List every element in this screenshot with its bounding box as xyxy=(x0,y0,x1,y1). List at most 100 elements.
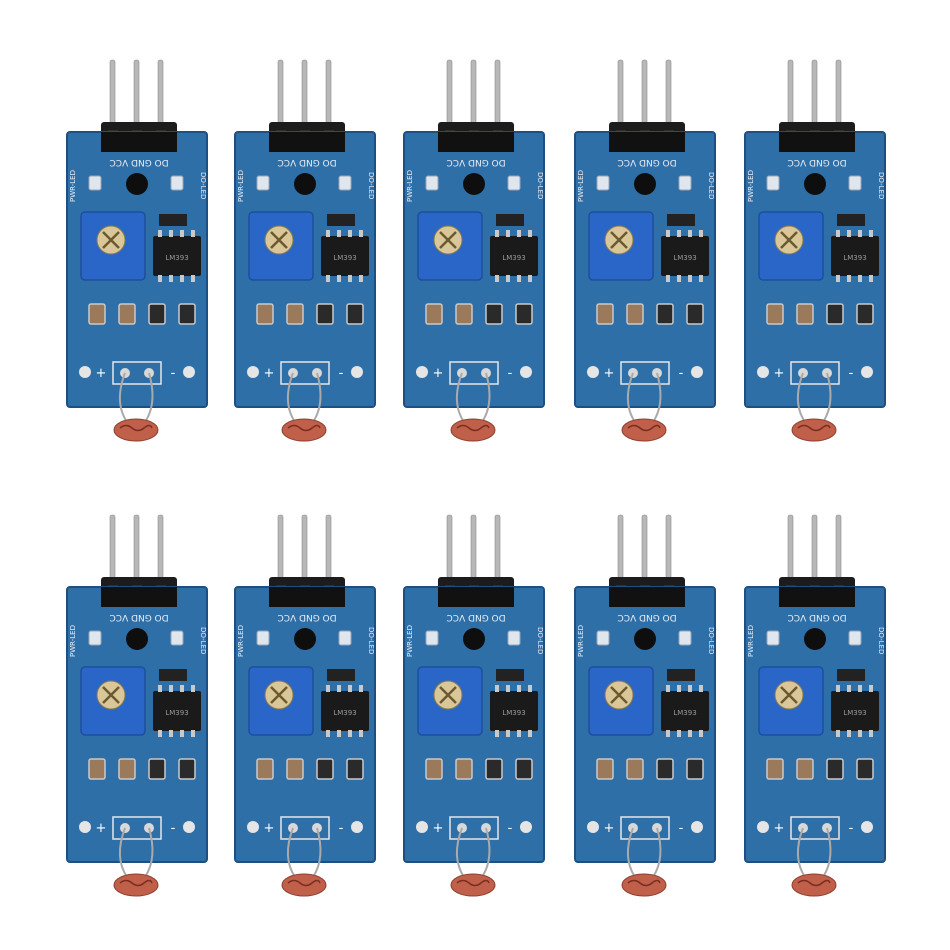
chip-pin xyxy=(495,230,499,237)
mount-pad xyxy=(587,821,599,833)
photoresistor-track xyxy=(456,879,490,887)
chip-pin xyxy=(869,230,873,237)
header-pin xyxy=(665,59,672,131)
mounting-hole xyxy=(804,628,826,650)
chip-pin xyxy=(169,275,173,282)
pwr-led-label: PWR-LED xyxy=(406,170,414,202)
chip-marking: LM393 xyxy=(502,709,525,717)
chip-pin xyxy=(528,230,532,237)
smd-component xyxy=(496,669,524,681)
comparator-chip xyxy=(661,236,709,276)
pin-labels: DO GND VCC xyxy=(617,157,676,167)
smd-part xyxy=(425,758,443,780)
ldr-footprint xyxy=(449,816,499,840)
pwr-led xyxy=(425,630,439,646)
ldr-lead xyxy=(287,372,296,423)
chip-pin xyxy=(836,685,840,692)
smd-component xyxy=(159,214,187,226)
chip-pin xyxy=(688,275,692,282)
header-pin xyxy=(277,59,284,131)
chip-marking: LM393 xyxy=(673,254,696,262)
header-pin xyxy=(494,514,501,586)
mount-pad xyxy=(247,366,259,378)
smd-part xyxy=(766,758,784,780)
pin-labels: DO GND VCC xyxy=(277,157,336,167)
smd-component xyxy=(159,669,187,681)
ldr-lead xyxy=(456,827,465,878)
pwr-led xyxy=(596,630,610,646)
pin-labels: DO GND VCC xyxy=(787,612,846,622)
minus-label: - xyxy=(339,366,344,381)
chip-pin xyxy=(180,230,184,237)
ldr-lead xyxy=(481,372,491,423)
smd-part xyxy=(256,758,274,780)
chip-pin xyxy=(666,685,670,692)
chip-pin xyxy=(869,275,873,282)
do-led xyxy=(170,630,184,646)
header-base xyxy=(609,132,685,152)
header-base xyxy=(101,132,177,152)
smd-part xyxy=(256,303,274,325)
chip-pin xyxy=(169,685,173,692)
potentiometer-slot xyxy=(270,686,288,704)
chip-pin xyxy=(359,230,363,237)
chip-pin xyxy=(517,275,521,282)
chip-pin xyxy=(666,275,670,282)
chip-pin xyxy=(506,275,510,282)
mount-pad xyxy=(416,821,428,833)
smd-part xyxy=(515,303,533,325)
plus-label: + xyxy=(96,821,107,836)
photoresistor-track xyxy=(627,424,661,432)
smd-part xyxy=(178,303,196,325)
chip-pin xyxy=(666,730,670,737)
chip-pin xyxy=(359,685,363,692)
smd-part xyxy=(856,303,874,325)
pwr-led xyxy=(425,175,439,191)
ldr-lead xyxy=(822,372,832,423)
chip-pin xyxy=(688,730,692,737)
potentiometer-slot xyxy=(780,231,798,249)
potentiometer-slot xyxy=(102,686,120,704)
chip-pin xyxy=(506,730,510,737)
ldr-lead xyxy=(652,827,662,878)
mounting-hole xyxy=(463,173,485,195)
pwr-led-label: PWR-LED xyxy=(747,625,755,657)
chip-pin xyxy=(506,230,510,237)
do-led xyxy=(507,630,521,646)
chip-pin xyxy=(677,230,681,237)
minus-label: - xyxy=(849,821,854,836)
chip-pin xyxy=(836,275,840,282)
ldr-lead xyxy=(144,372,154,423)
header-pin xyxy=(641,514,648,586)
chip-marking: LM393 xyxy=(165,254,188,262)
chip-pin xyxy=(158,730,162,737)
pin-labels: DO GND VCC xyxy=(446,157,505,167)
potentiometer-slot xyxy=(780,686,798,704)
minus-label: - xyxy=(849,366,854,381)
smd-part xyxy=(88,758,106,780)
mount-pad xyxy=(520,821,532,833)
chip-pin xyxy=(337,275,341,282)
smd-part xyxy=(686,758,704,780)
ldr-lead xyxy=(797,372,806,423)
potentiometer-slot xyxy=(439,231,457,249)
header-pin xyxy=(494,59,501,131)
plus-label: + xyxy=(433,366,444,381)
plus-label: + xyxy=(264,366,275,381)
header-pin xyxy=(787,514,794,586)
smd-part xyxy=(485,303,503,325)
chip-pin xyxy=(337,230,341,237)
pwr-led-label: PWR-LED xyxy=(577,170,585,202)
pin-labels: DO GND VCC xyxy=(109,157,168,167)
chip-pin xyxy=(677,730,681,737)
header-pin xyxy=(665,514,672,586)
do-led-label: DO-LED xyxy=(707,627,715,654)
ldr-footprint xyxy=(620,361,670,385)
smd-part xyxy=(656,303,674,325)
chip-pin xyxy=(528,730,532,737)
chip-pin xyxy=(858,275,862,282)
mount-pad xyxy=(247,821,259,833)
chip-marking: LM393 xyxy=(333,254,356,262)
